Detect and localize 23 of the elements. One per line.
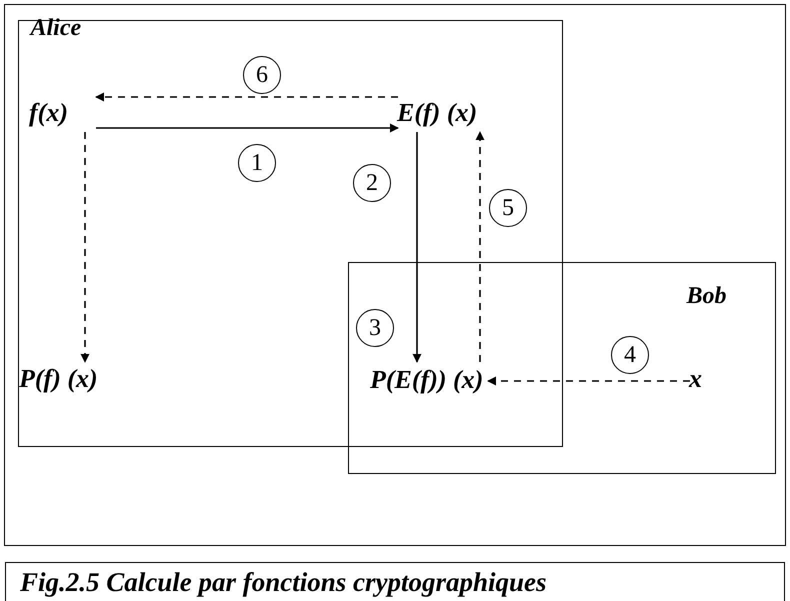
edge-label: 4 [611, 336, 649, 374]
expression-text: f(x) [29, 95, 68, 131]
participant-box [348, 262, 776, 474]
callout-number: 3 [356, 309, 394, 347]
edge-label: 5 [489, 189, 527, 227]
arrow [80, 132, 90, 363]
participant-name: Bob [686, 282, 727, 310]
arrow [487, 376, 690, 386]
edge-label: 2 [353, 164, 391, 202]
participant-box [18, 20, 562, 446]
expression-text: E(f) (x) [397, 95, 478, 131]
arrow [412, 132, 422, 363]
expression-text: P(f) (x) [19, 361, 98, 397]
arrow [96, 124, 399, 132]
frame-box [4, 4, 786, 546]
arrow [476, 131, 484, 362]
edge-label: 1 [238, 144, 276, 182]
expression-text: x [689, 361, 702, 397]
edge-label: 6 [243, 56, 281, 94]
arrow [95, 92, 398, 102]
caption: Fig.2.5 Calcule par fonctions cryptographiques [20, 567, 547, 597]
expression-text: P(E(f)) (x) [370, 362, 484, 398]
participant-name: Alice [30, 14, 82, 42]
